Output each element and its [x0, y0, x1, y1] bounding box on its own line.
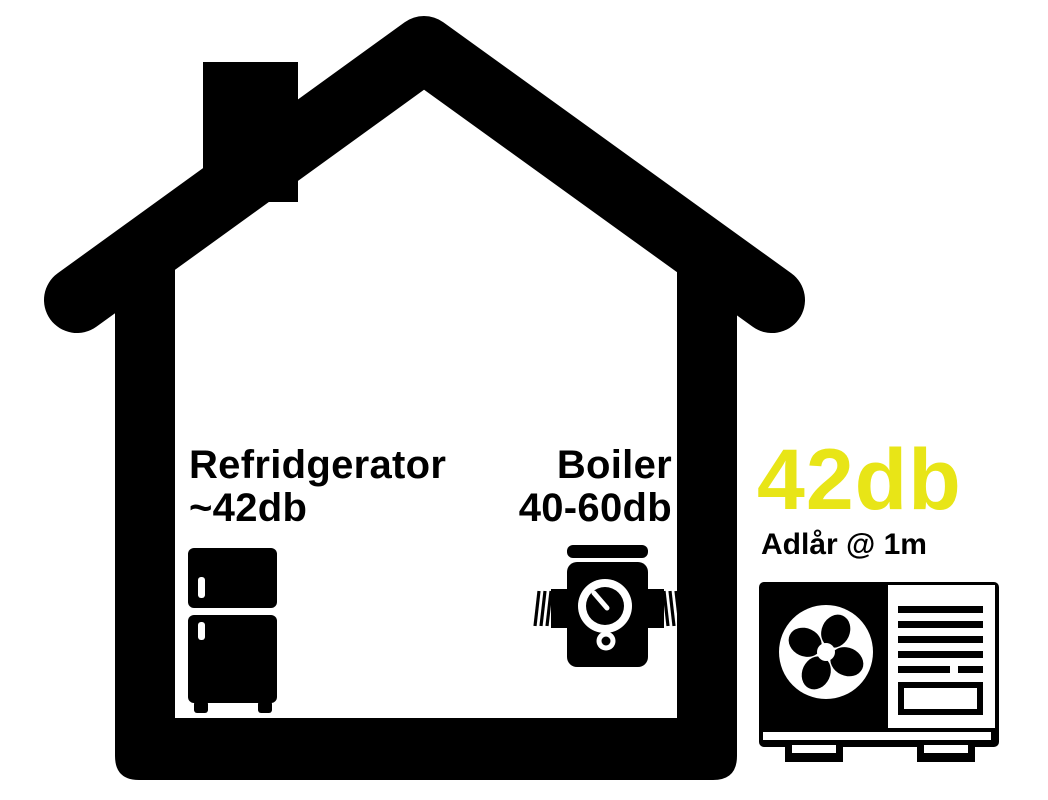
roof-icon	[44, 16, 805, 333]
house-icon	[44, 16, 805, 780]
heat-pump-caption: Adlår @ 1m	[761, 528, 927, 561]
valve-knob	[596, 631, 616, 651]
unit-feet	[785, 745, 975, 762]
left-wall	[115, 255, 175, 725]
boiler-label: Boiler 40-60db	[519, 444, 672, 530]
pipe-threads	[533, 590, 682, 627]
gauge-icon	[578, 579, 632, 633]
heat-pump-icon	[759, 582, 999, 762]
boiler-label-level: 40-60db	[518, 486, 672, 530]
base-stripe	[763, 732, 991, 740]
vent-panel	[888, 585, 995, 728]
refrigerator-label: Refridgerator ~42db	[189, 444, 446, 530]
fridge-handle	[198, 622, 205, 640]
refrigerator-icon	[188, 548, 277, 713]
fan-icon	[779, 605, 873, 699]
boiler-label-name: Boiler	[556, 443, 672, 487]
freezer-handle	[198, 577, 205, 598]
refrigerator-label-name: Refridgerator	[189, 443, 447, 487]
boiler-icon	[533, 545, 682, 667]
right-wall	[677, 258, 737, 725]
heat-pump-level: 42db	[757, 432, 962, 528]
refrigerator-label-level: ~42db	[189, 486, 308, 530]
floor	[115, 718, 737, 780]
